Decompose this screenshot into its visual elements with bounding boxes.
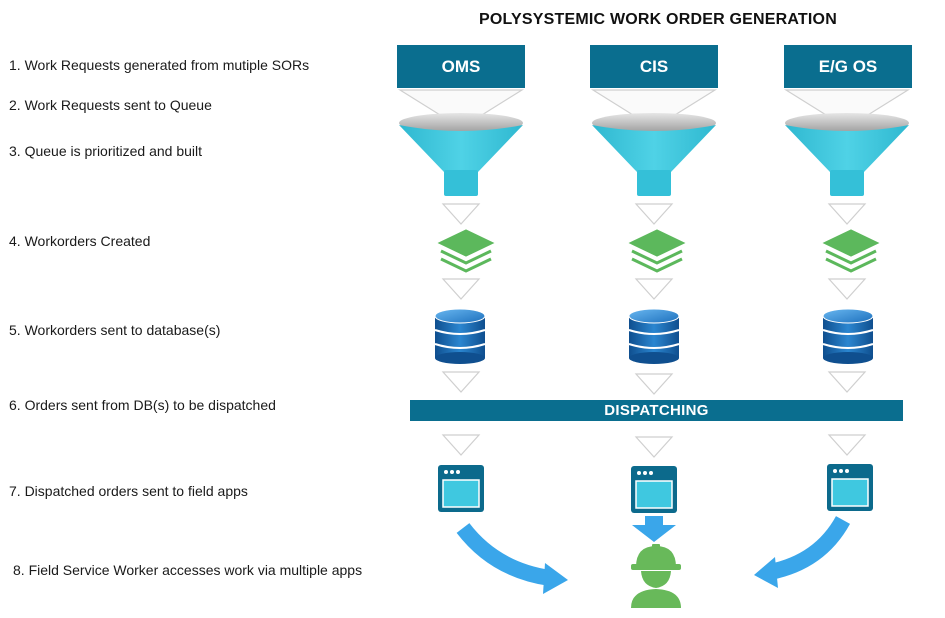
down-arrow-icon [634, 278, 674, 300]
app-window-icon [631, 466, 677, 513]
curved-arrow-left-icon [456, 523, 568, 594]
field-worker-icon [631, 544, 681, 608]
system-header-oms: OMS [397, 45, 525, 88]
stack-icon [437, 229, 495, 273]
down-arrow-icon [441, 278, 481, 300]
stack-icon [628, 229, 686, 273]
column-cis [590, 89, 718, 542]
down-arrow-icon [397, 89, 525, 129]
app-window-icon [438, 465, 484, 512]
step-4-label: 4. Workorders Created [9, 233, 151, 249]
step-7-label: 7. Dispatched orders sent to field apps [9, 483, 248, 499]
step-2-label: 2. Work Requests sent to Queue [9, 97, 212, 113]
step-8-label: 8. Field Service Worker accesses work vi… [13, 562, 363, 578]
step-5-label: 5. Workorders sent to database(s) [9, 322, 221, 338]
system-header-eg-os: E/G OS [784, 45, 912, 88]
curved-arrow-right-icon [754, 515, 851, 588]
funnel-icon [592, 113, 716, 196]
down-arrow-icon [827, 203, 867, 225]
step-6-label: 6. Orders sent from DB(s) to be dispatch… [9, 397, 276, 413]
funnel-icon [399, 113, 523, 196]
down-arrow-icon [590, 89, 718, 129]
diagram-title: POLYSYSTEMIC WORK ORDER GENERATION [479, 11, 837, 28]
funnel-icon [785, 113, 909, 196]
down-arrow-icon [827, 278, 867, 300]
step-3-label: 3. Queue is prioritized and built [9, 143, 202, 159]
stack-icon [822, 229, 880, 273]
down-arrow-icon [441, 371, 481, 393]
down-arrow-icon [783, 89, 911, 129]
down-arrow-icon [441, 434, 481, 456]
down-arrow-icon [634, 436, 674, 458]
down-arrow-icon [827, 434, 867, 456]
system-header-cis: CIS [590, 45, 718, 88]
database-icon [434, 308, 486, 364]
dispatching-bar: DISPATCHING [410, 400, 903, 421]
down-arrow-icon [441, 203, 481, 225]
database-icon [822, 308, 874, 364]
arrow-down-blue-icon [632, 516, 676, 542]
database-icon [628, 308, 680, 364]
down-arrow-icon [634, 373, 674, 395]
column-eg-os [783, 89, 911, 511]
app-window-icon [827, 464, 873, 511]
step-1-label: 1. Work Requests generated from mutiple … [9, 57, 310, 73]
down-arrow-icon [827, 371, 867, 393]
down-arrow-icon [634, 203, 674, 225]
column-oms [397, 89, 525, 512]
